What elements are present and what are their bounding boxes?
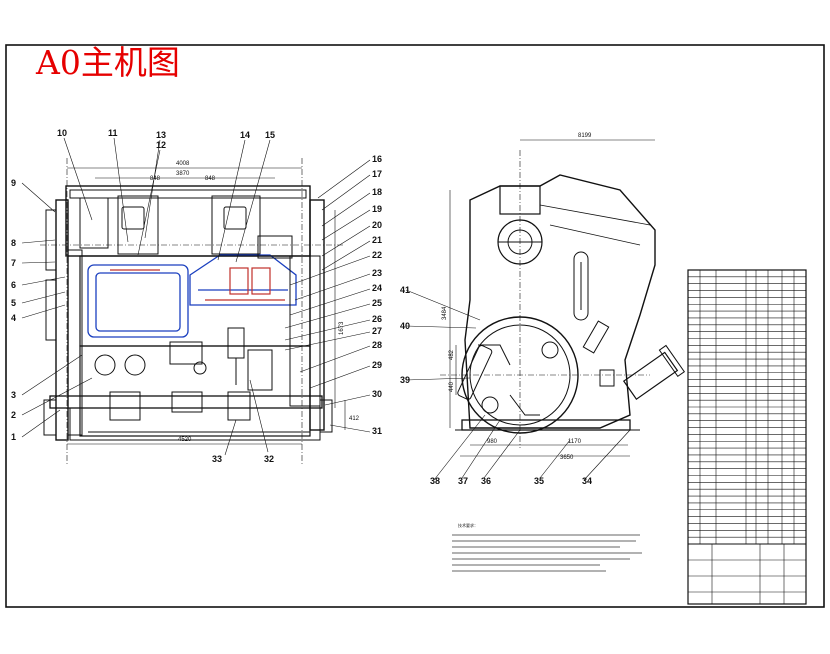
callout-10: 10 xyxy=(57,128,67,138)
callout-27: 27 xyxy=(372,326,382,336)
callout-4: 4 xyxy=(11,313,16,323)
dim-right: 412 xyxy=(349,416,360,422)
callout-17: 17 xyxy=(372,169,382,179)
callout-32: 32 xyxy=(264,454,274,464)
side-callouts: 34 35 36 37 38 39 40 41 xyxy=(400,285,592,486)
dim-small-b: 440 xyxy=(449,381,455,392)
callout-25: 25 xyxy=(372,298,382,308)
dim-overall-width: 4008 xyxy=(176,161,190,167)
callout-16: 16 xyxy=(372,154,382,164)
callout-39: 39 xyxy=(400,375,410,385)
callout-36: 36 xyxy=(481,476,491,486)
callout-7: 7 xyxy=(11,258,16,268)
callout-20: 20 xyxy=(372,220,382,230)
side-view xyxy=(405,139,686,481)
callout-3: 3 xyxy=(11,390,16,400)
dim-span-right: 848 xyxy=(205,176,216,182)
callout-33: 33 xyxy=(212,454,222,464)
front-view xyxy=(21,137,371,465)
callout-37: 37 xyxy=(458,476,468,486)
dim-side-height: 3484 xyxy=(442,306,448,320)
callout-11: 11 xyxy=(108,128,118,138)
outer-border xyxy=(5,44,825,608)
callout-35: 35 xyxy=(534,476,544,486)
drawing-title: A0主机图 xyxy=(35,43,180,82)
callout-24: 24 xyxy=(372,283,382,293)
callout-5: 5 xyxy=(11,298,16,308)
callout-28: 28 xyxy=(372,340,382,350)
callout-40: 40 xyxy=(400,321,410,331)
front-callouts: 1 2 3 4 5 6 7 8 9 10 11 12 13 14 15 16 1… xyxy=(11,128,382,464)
callout-1: 1 xyxy=(11,432,16,442)
dim-top-width: 8199 xyxy=(578,133,592,139)
callout-9: 9 xyxy=(11,178,16,188)
dim-height: 1673 xyxy=(339,321,345,335)
dim-base-width: 4520 xyxy=(178,437,192,443)
dim-small-a: 482 xyxy=(449,349,455,360)
callout-41: 41 xyxy=(400,285,410,295)
callout-26: 26 xyxy=(372,314,382,324)
callout-34: 34 xyxy=(582,476,592,486)
callout-31: 31 xyxy=(372,426,382,436)
callout-18: 18 xyxy=(372,187,382,197)
callout-23: 23 xyxy=(372,268,382,278)
callout-19: 19 xyxy=(372,204,382,214)
dim-side-base: 3650 xyxy=(560,455,574,461)
callout-38: 38 xyxy=(430,476,440,486)
dim-span-left: 848 xyxy=(150,176,161,182)
parts-table xyxy=(687,269,807,605)
callout-29: 29 xyxy=(372,360,382,370)
dim-inner-width: 3870 xyxy=(176,171,190,177)
dim-left-offset: 980 xyxy=(487,439,498,445)
callout-14: 14 xyxy=(240,130,250,140)
callout-13: 13 xyxy=(156,130,166,140)
notes-heading: 技术要求： xyxy=(458,522,478,528)
callout-15: 15 xyxy=(265,130,275,140)
dim-right-offset: 1170 xyxy=(568,439,582,445)
callout-8: 8 xyxy=(11,238,16,248)
callout-2: 2 xyxy=(11,410,16,420)
callout-12: 12 xyxy=(156,140,166,150)
callout-30: 30 xyxy=(372,389,382,399)
callout-22: 22 xyxy=(372,250,382,260)
callout-21: 21 xyxy=(372,235,382,245)
technical-notes: 技术要求： xyxy=(452,522,642,572)
callout-6: 6 xyxy=(11,280,16,290)
